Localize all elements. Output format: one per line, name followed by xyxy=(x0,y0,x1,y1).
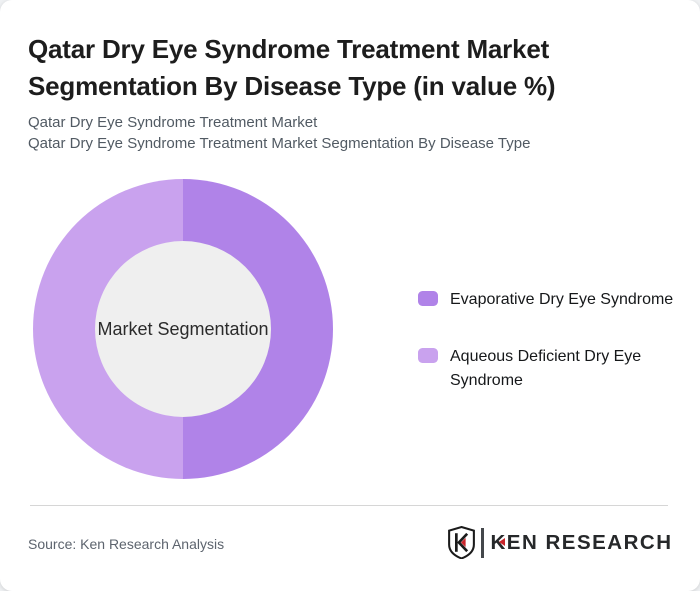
footer-divider xyxy=(30,505,668,506)
donut-chart: Market Segmentation xyxy=(33,179,333,479)
legend-item-aqueous-deficient[interactable]: Aqueous Deficient Dry Eye Syndrome xyxy=(418,345,675,393)
chart-legend: Evaporative Dry Eye Syndrome Aqueous Def… xyxy=(418,288,675,393)
chart-subtitles: Qatar Dry Eye Syndrome Treatment Market … xyxy=(28,112,530,154)
legend-item-evaporative[interactable]: Evaporative Dry Eye Syndrome xyxy=(418,288,675,312)
logo-brand-text: KEN RESEARCH xyxy=(490,530,673,554)
legend-label-evaporative: Evaporative Dry Eye Syndrome xyxy=(450,291,674,308)
legend-swatch-evaporative xyxy=(418,291,438,306)
source-text: Source: Ken Research Analysis xyxy=(28,536,225,552)
legend-swatch-aqueous-deficient xyxy=(418,348,438,363)
chart-title: Qatar Dry Eye Syndrome Treatment Market … xyxy=(28,34,556,101)
logo-separator xyxy=(481,527,484,558)
subtitle-line-1: Qatar Dry Eye Syndrome Treatment Market xyxy=(28,114,318,131)
subtitle-line-2: Qatar Dry Eye Syndrome Treatment Market … xyxy=(28,135,531,152)
donut-center-label: Market Segmentation xyxy=(97,318,269,339)
legend-label-aqueous-deficient: Aqueous Deficient Dry Eye Syndrome xyxy=(450,348,642,389)
ken-research-shield-icon xyxy=(448,526,475,559)
donut-hole: Market Segmentation xyxy=(95,241,271,417)
ken-research-logo: KEN RESEARCH xyxy=(448,526,673,559)
logo-k-accent-icon xyxy=(498,537,505,546)
